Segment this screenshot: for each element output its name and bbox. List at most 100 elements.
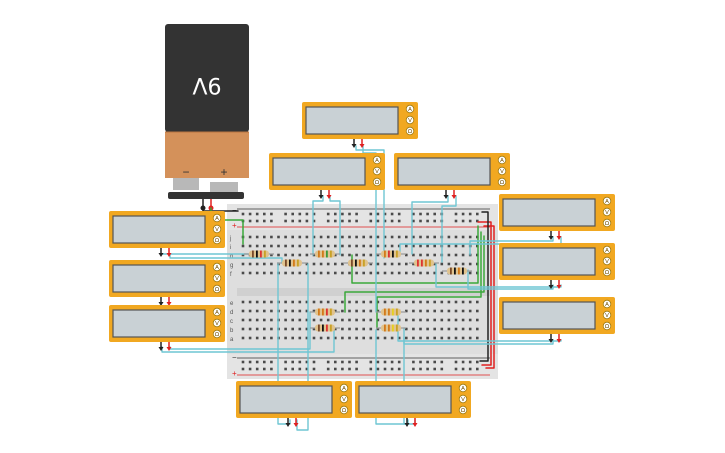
mode-button-ammeter[interactable]: A bbox=[602, 299, 612, 308]
mode-button-ohmmeter[interactable]: Ω bbox=[212, 235, 222, 244]
resistor[interactable] bbox=[343, 259, 373, 267]
resistor[interactable] bbox=[376, 250, 406, 258]
mode-button-ammeter[interactable]: A bbox=[602, 245, 612, 254]
mode-button-voltmeter[interactable]: V bbox=[339, 394, 349, 403]
resistor[interactable] bbox=[244, 250, 274, 258]
battery-terminal-negative[interactable] bbox=[173, 178, 199, 190]
svg-text:A: A bbox=[215, 216, 219, 222]
mode-button-voltmeter[interactable]: V bbox=[602, 256, 612, 265]
resistors[interactable] bbox=[244, 250, 472, 332]
resistor[interactable] bbox=[310, 324, 340, 332]
resistor[interactable] bbox=[310, 308, 340, 316]
mode-button-voltmeter[interactable]: V bbox=[602, 310, 612, 319]
mode-button-ammeter[interactable]: A bbox=[339, 383, 349, 392]
mode-button-ohmmeter[interactable]: Ω bbox=[405, 126, 415, 135]
multimeter-top[interactable]: AVΩ bbox=[302, 102, 418, 148]
mode-button-ohmmeter[interactable]: Ω bbox=[497, 177, 507, 186]
wire-right1-pos bbox=[399, 236, 562, 255]
probe-terminals[interactable] bbox=[285, 418, 299, 427]
mode-button-ammeter[interactable]: A bbox=[212, 213, 222, 222]
mode-button-ammeter[interactable]: A bbox=[497, 155, 507, 164]
svg-text:V: V bbox=[605, 259, 609, 265]
mode-button-voltmeter[interactable]: V bbox=[405, 115, 415, 124]
wire-green-1 bbox=[351, 225, 479, 284]
mode-button-ammeter[interactable]: A bbox=[458, 383, 468, 392]
resistor[interactable] bbox=[376, 308, 406, 316]
wire-green-2 bbox=[344, 235, 485, 313]
mode-button-ammeter[interactable]: A bbox=[405, 104, 415, 113]
multimeter-mid-left[interactable]: AVΩ bbox=[269, 153, 385, 199]
probe-terminals[interactable] bbox=[158, 342, 172, 351]
svg-text:Ω: Ω bbox=[215, 332, 219, 338]
probe-terminals[interactable] bbox=[351, 139, 365, 148]
resistor[interactable] bbox=[376, 324, 406, 332]
multimeter-screen bbox=[502, 198, 596, 227]
multimeter-right-3[interactable]: AVΩ bbox=[499, 297, 615, 343]
mode-button-ohmmeter[interactable]: Ω bbox=[602, 267, 612, 276]
mode-button-voltmeter[interactable]: V bbox=[212, 318, 222, 327]
multimeter-mid-right[interactable]: AVΩ bbox=[394, 153, 510, 199]
probe-terminals[interactable] bbox=[548, 334, 562, 343]
multimeter-screen bbox=[112, 309, 206, 338]
battery-label: 9V bbox=[192, 72, 221, 97]
svg-text:e: e bbox=[230, 301, 234, 307]
mode-button-ohmmeter[interactable]: Ω bbox=[602, 321, 612, 330]
svg-text:Ω: Ω bbox=[605, 324, 609, 330]
svg-text:V: V bbox=[408, 118, 412, 124]
probe-terminals[interactable] bbox=[548, 280, 562, 289]
mode-button-voltmeter[interactable]: V bbox=[458, 394, 468, 403]
probe-terminals[interactable] bbox=[318, 190, 332, 199]
mode-button-voltmeter[interactable]: V bbox=[372, 166, 382, 175]
mode-button-ohmmeter[interactable]: Ω bbox=[339, 405, 349, 414]
mode-button-voltmeter[interactable]: V bbox=[212, 224, 222, 233]
rail-minus-label-bottom: − bbox=[232, 353, 237, 362]
resistor[interactable] bbox=[310, 250, 340, 258]
mode-button-voltmeter[interactable]: V bbox=[602, 207, 612, 216]
probe-terminals[interactable] bbox=[548, 231, 562, 240]
resistor[interactable] bbox=[442, 267, 472, 275]
mode-button-ohmmeter[interactable]: Ω bbox=[372, 177, 382, 186]
mode-button-ohmmeter[interactable]: Ω bbox=[212, 329, 222, 338]
multimeter-left-1[interactable]: AVΩ bbox=[109, 211, 225, 257]
battery-terminal-positive[interactable] bbox=[210, 182, 238, 192]
mode-button-ohmmeter[interactable]: Ω bbox=[212, 284, 222, 293]
wire-bottom1-neg bbox=[277, 262, 291, 425]
wire-red-right-2 bbox=[483, 225, 495, 369]
svg-text:V: V bbox=[605, 210, 609, 216]
row-letters: j i h g f e d c b a bbox=[229, 236, 234, 343]
battery-plus-symbol: + bbox=[220, 165, 227, 179]
multimeter-bottom-2[interactable]: AVΩ bbox=[355, 381, 471, 427]
breadboard[interactable]: + − − + j i h g f e d c b a bbox=[227, 204, 498, 379]
probe-terminals[interactable] bbox=[158, 297, 172, 306]
mode-button-ohmmeter[interactable]: Ω bbox=[458, 405, 468, 414]
svg-text:A: A bbox=[215, 310, 219, 316]
mode-button-voltmeter[interactable]: V bbox=[212, 273, 222, 282]
mode-button-ammeter[interactable]: A bbox=[212, 307, 222, 316]
wire-left3-neg bbox=[161, 327, 335, 353]
svg-text:A: A bbox=[605, 302, 609, 308]
svg-text:a: a bbox=[230, 337, 234, 343]
resistor[interactable] bbox=[409, 259, 439, 267]
probe-terminals[interactable] bbox=[158, 248, 172, 257]
multimeter-right-2[interactable]: AVΩ bbox=[499, 243, 615, 289]
svg-text:A: A bbox=[375, 158, 379, 164]
battery-9v[interactable]: 9V − + bbox=[165, 24, 249, 211]
wire-right2-pos bbox=[435, 263, 562, 288]
probe-terminals[interactable] bbox=[404, 418, 418, 427]
mode-button-ammeter[interactable]: A bbox=[602, 196, 612, 205]
wire-right1-neg bbox=[469, 236, 554, 256]
mode-button-ohmmeter[interactable]: Ω bbox=[602, 218, 612, 227]
resistor[interactable] bbox=[277, 259, 307, 267]
multimeter-left-3[interactable]: AVΩ bbox=[109, 305, 225, 351]
svg-text:A: A bbox=[605, 199, 609, 205]
multimeter-right-1[interactable]: AVΩ bbox=[499, 194, 615, 240]
multimeter-bottom-1[interactable]: AVΩ bbox=[236, 381, 352, 427]
mode-button-ammeter[interactable]: A bbox=[212, 262, 222, 271]
mode-button-ammeter[interactable]: A bbox=[372, 155, 382, 164]
multimeter-left-2[interactable]: AVΩ bbox=[109, 260, 225, 306]
probe-terminals[interactable] bbox=[443, 190, 457, 199]
svg-text:h: h bbox=[230, 254, 233, 260]
mode-button-voltmeter[interactable]: V bbox=[497, 166, 507, 175]
